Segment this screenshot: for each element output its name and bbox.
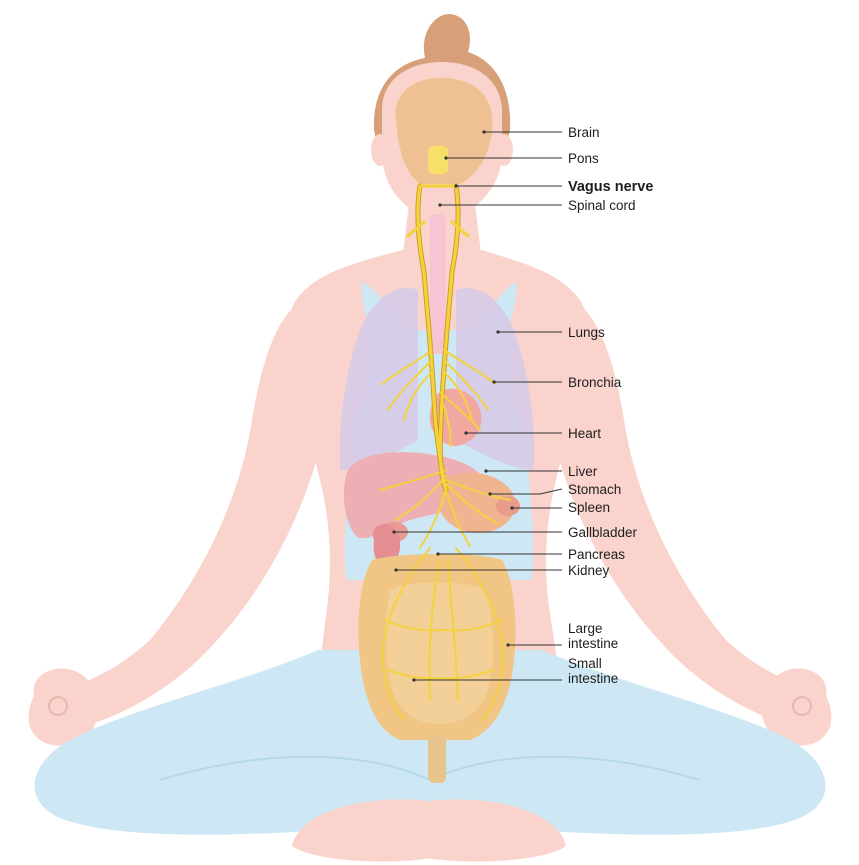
label-vagus-nerve: Vagus nerve <box>568 179 653 195</box>
label-small-intestine-line1: Small <box>568 656 602 671</box>
label-liver: Liver <box>568 464 598 479</box>
label-large-intestine-line2: intestine <box>568 636 618 651</box>
rectum <box>428 735 446 783</box>
small-intestine <box>386 583 493 725</box>
label-brain: Brain <box>568 125 600 140</box>
left-ear <box>371 134 389 166</box>
label-kidney: Kidney <box>568 563 610 578</box>
right-ear <box>495 134 513 166</box>
label-pons: Pons <box>568 151 599 166</box>
label-lungs: Lungs <box>568 325 605 340</box>
label-spinal-cord: Spinal cord <box>568 198 636 213</box>
label-pancreas: Pancreas <box>568 547 625 562</box>
label-large-intestine-line1: Large <box>568 621 603 636</box>
label-bronchia: Bronchia <box>568 375 622 390</box>
label-heart: Heart <box>568 426 601 441</box>
spine <box>430 214 446 354</box>
label-spleen: Spleen <box>568 500 610 515</box>
label-stomach: Stomach <box>568 482 621 497</box>
label-gallbladder: Gallbladder <box>568 525 638 540</box>
pons <box>428 146 448 175</box>
label-small-intestine-line2: intestine <box>568 671 618 686</box>
left-arm <box>60 300 322 728</box>
